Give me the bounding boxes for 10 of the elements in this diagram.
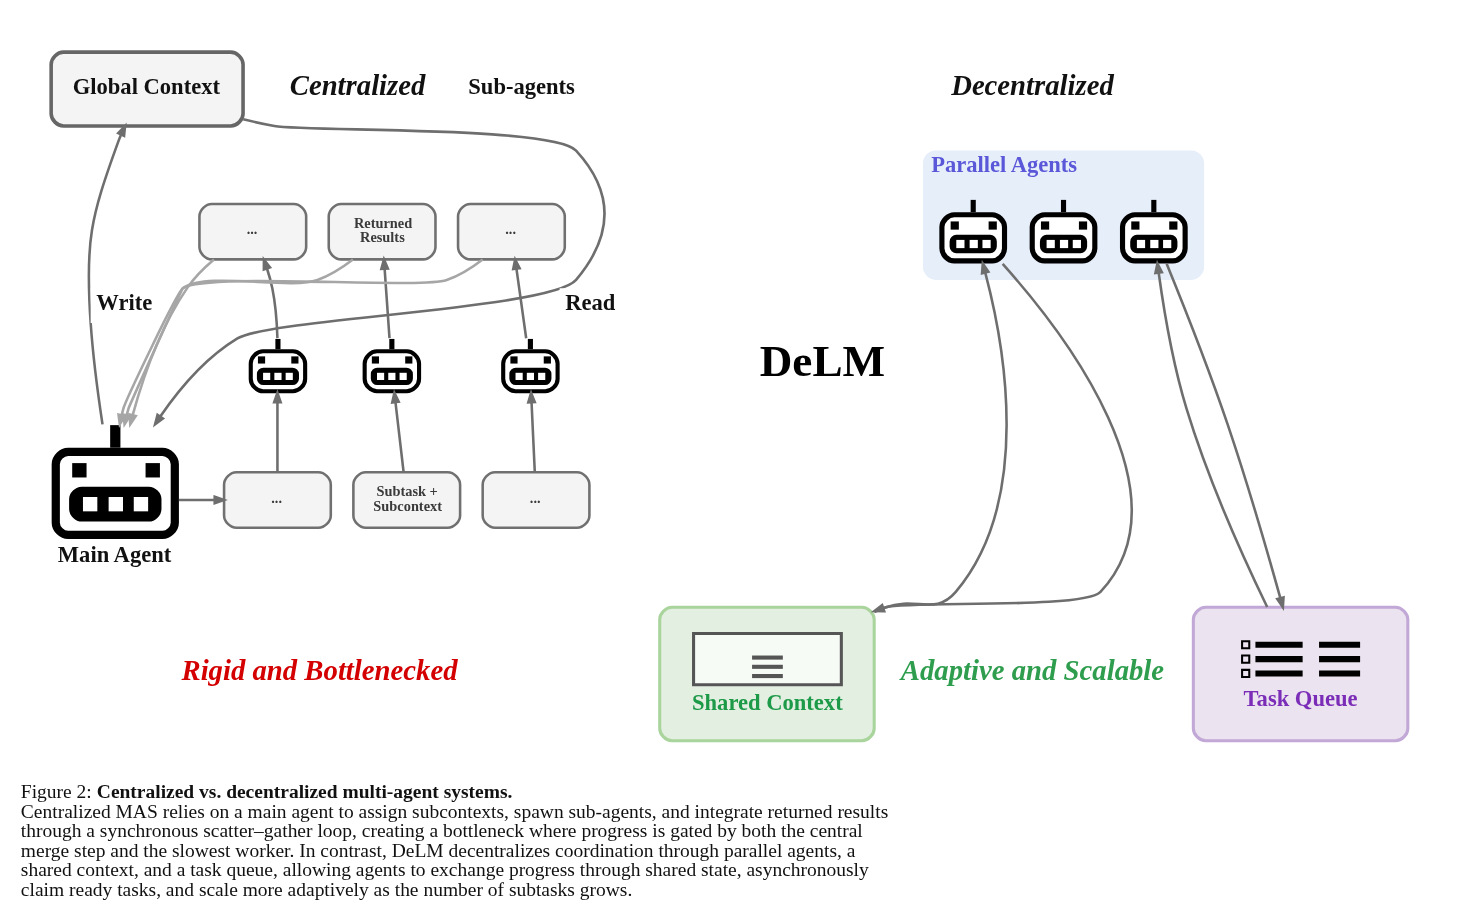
label: Centralized [289,68,426,101]
label: DeLM [759,335,886,386]
edge-label: Write [96,289,153,315]
caption: Figure 2: Centralized vs. decentralized multi-agent systems. Centralized MAS relies on a main agent to assign subcontexts, spawn sub-agents, and integrate returned results through a synchronous scatter–gather loop, creating a bottleneck where progress is gated by both the central merge step and the slowest worker. In contrast, DeLM decentralizes coordination through parallel agents, a shared context, and a task queue, allowing agents to exchange progress through shared state, asynchronously claim ready tasks, and scale more adaptively as the number of subtasks grows. [20,780,889,900]
edge-label: Read [565,289,616,315]
node-label: Main Agent [57,541,172,567]
label: Sub-agents [468,73,575,99]
label: Decentralized [951,68,1114,101]
label: Rigid and Bottlenecked [181,653,458,686]
label: Adaptive and Scalable [900,653,1165,686]
